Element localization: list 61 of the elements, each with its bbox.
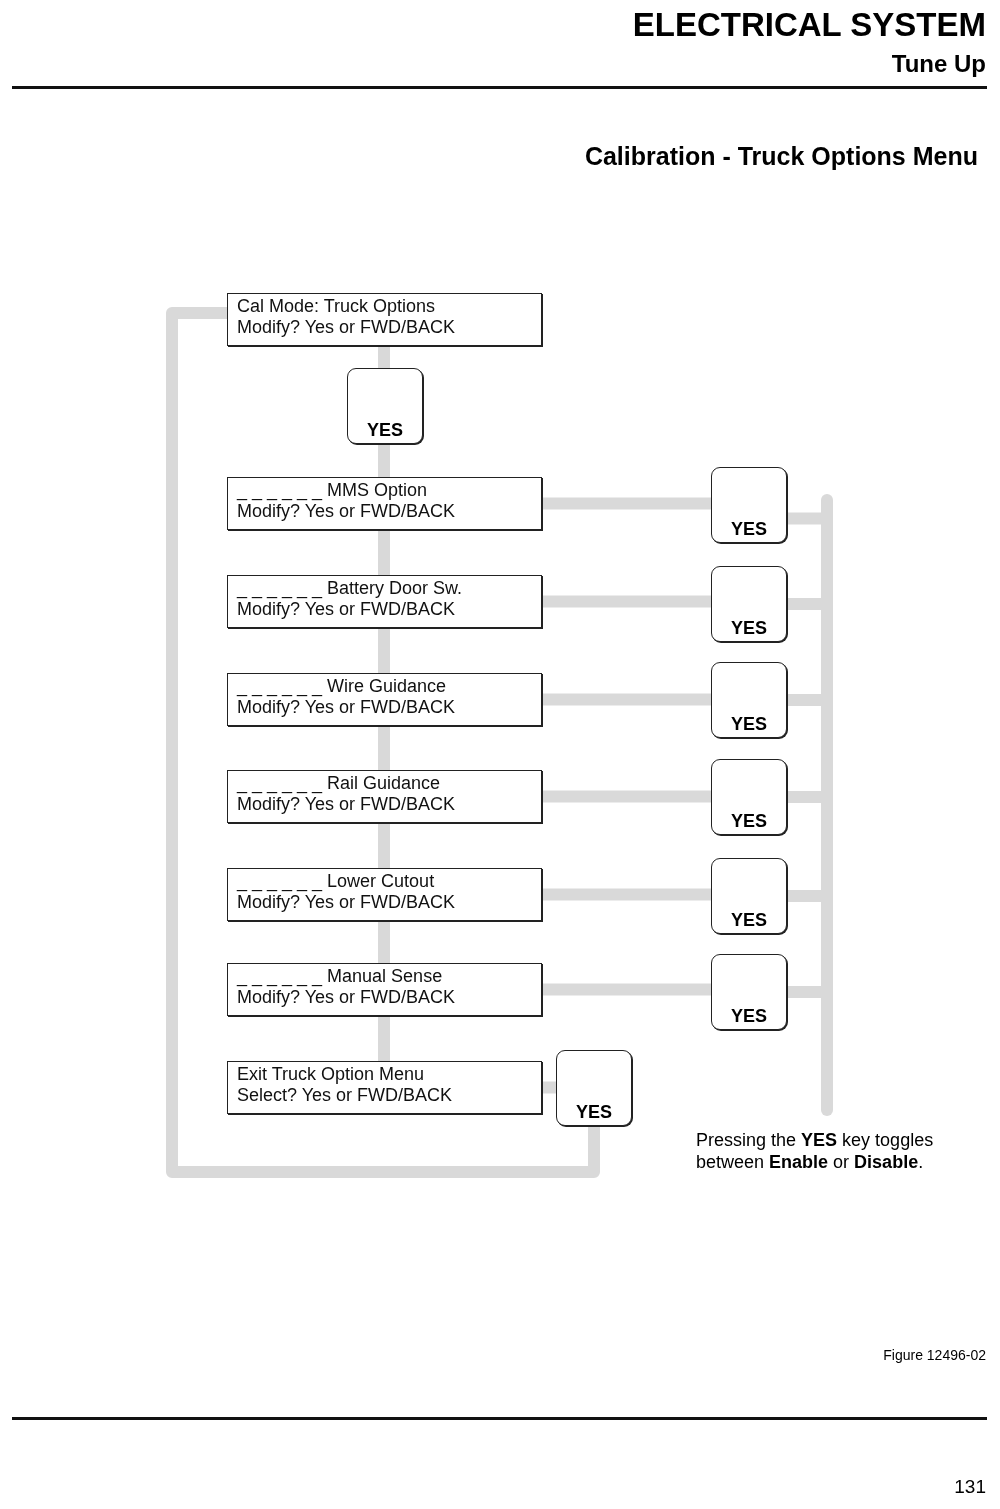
key-button: YES: [711, 954, 787, 1030]
display-box: [227, 963, 542, 1016]
display-text: _ _ _ _ _ _ MMS Option: [237, 480, 429, 501]
display-box: [227, 575, 542, 628]
connector-line: [378, 726, 390, 770]
display-box: [227, 293, 542, 346]
connector-line: [542, 693, 711, 706]
display-box: [227, 770, 542, 823]
connector-line: [542, 1081, 556, 1094]
display-box: [227, 1061, 542, 1114]
connector-line: [787, 890, 821, 902]
display-text: _ _ _ _ _ _ Manual Sense: [237, 966, 444, 987]
subtitle: Tune Up: [891, 50, 986, 78]
display-text: Modify? Yes or FWD/BACK: [237, 892, 457, 913]
connector-line: [542, 595, 711, 608]
connector-line: [378, 823, 390, 868]
connector-line: [378, 1016, 390, 1061]
display-box: [227, 477, 542, 530]
display-text: Modify? Yes or FWD/BACK: [237, 501, 457, 522]
display-text: _ _ _ _ _ _ Battery Door Sw.: [237, 578, 464, 599]
display-text: Cal Mode: Truck Options: [237, 296, 437, 317]
figure-number: Figure 12496-02: [883, 1347, 986, 1363]
connector-line: [787, 512, 821, 525]
display-text: Modify? Yes or FWD/BACK: [237, 794, 457, 815]
display-text: _ _ _ _ _ _ Rail Guidance: [237, 773, 442, 794]
connector-line: [378, 346, 390, 368]
connector-line: [787, 791, 821, 803]
key-button: YES: [711, 566, 787, 642]
connector-line: [378, 628, 390, 673]
connector-line: [378, 921, 390, 963]
section-heading: Calibration - Truck Options Menu: [584, 142, 978, 171]
connector-line: [787, 986, 821, 998]
display-box: [227, 673, 542, 726]
connector-line: [542, 497, 711, 510]
display-text: Modify? Yes or FWD/BACK: [237, 697, 457, 718]
connector-line: [378, 530, 390, 575]
display-text: Modify? Yes or FWD/BACK: [237, 987, 457, 1008]
display-text: Modify? Yes or FWD/BACK: [237, 317, 457, 338]
key-button: YES: [711, 467, 787, 543]
display-text: Modify? Yes or FWD/BACK: [237, 599, 457, 620]
display-text: _ _ _ _ _ _ Wire Guidance: [237, 676, 448, 697]
connector-line: [378, 444, 390, 477]
connector-line: [542, 983, 711, 996]
key-button: YES: [711, 858, 787, 934]
connector-line: [787, 598, 821, 610]
connector-line: [542, 888, 711, 901]
display-text: Exit Truck Option Menu: [237, 1064, 426, 1085]
key-button: YES: [711, 662, 787, 738]
note-text: Pressing the YES key toggles between Enable or Disable.: [696, 1129, 935, 1173]
connector-line: [787, 694, 821, 706]
display-text: Select? Yes or FWD/BACK: [237, 1085, 454, 1106]
connector-line: [166, 307, 600, 1178]
display-text: _ _ _ _ _ _ Lower Cutout: [237, 871, 436, 892]
display-box: [227, 868, 542, 921]
page-title: ELECTRICAL SYSTEM: [632, 6, 986, 44]
connector-line: [542, 790, 711, 803]
key-button: YES: [556, 1050, 632, 1126]
loop-bar: [821, 494, 833, 1116]
key-button: YES: [711, 759, 787, 835]
key-button: YES: [347, 368, 423, 444]
page-number: 131: [954, 1476, 986, 1498]
